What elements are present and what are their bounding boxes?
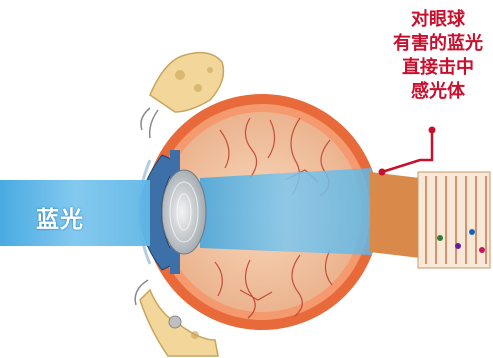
warning-line: 对眼球: [388, 8, 488, 32]
warning-callout: 对眼球 有害的蓝光 直接击中 感光体: [388, 8, 488, 104]
warning-line: 有害的蓝光: [388, 32, 488, 56]
lens: [162, 170, 206, 254]
retina-block: [370, 172, 490, 268]
blue-light-label: 蓝光: [36, 200, 84, 234]
warning-line: 直接击中: [388, 56, 488, 80]
callout-pointer: [379, 127, 436, 176]
warning-line: 感光体: [388, 80, 488, 104]
